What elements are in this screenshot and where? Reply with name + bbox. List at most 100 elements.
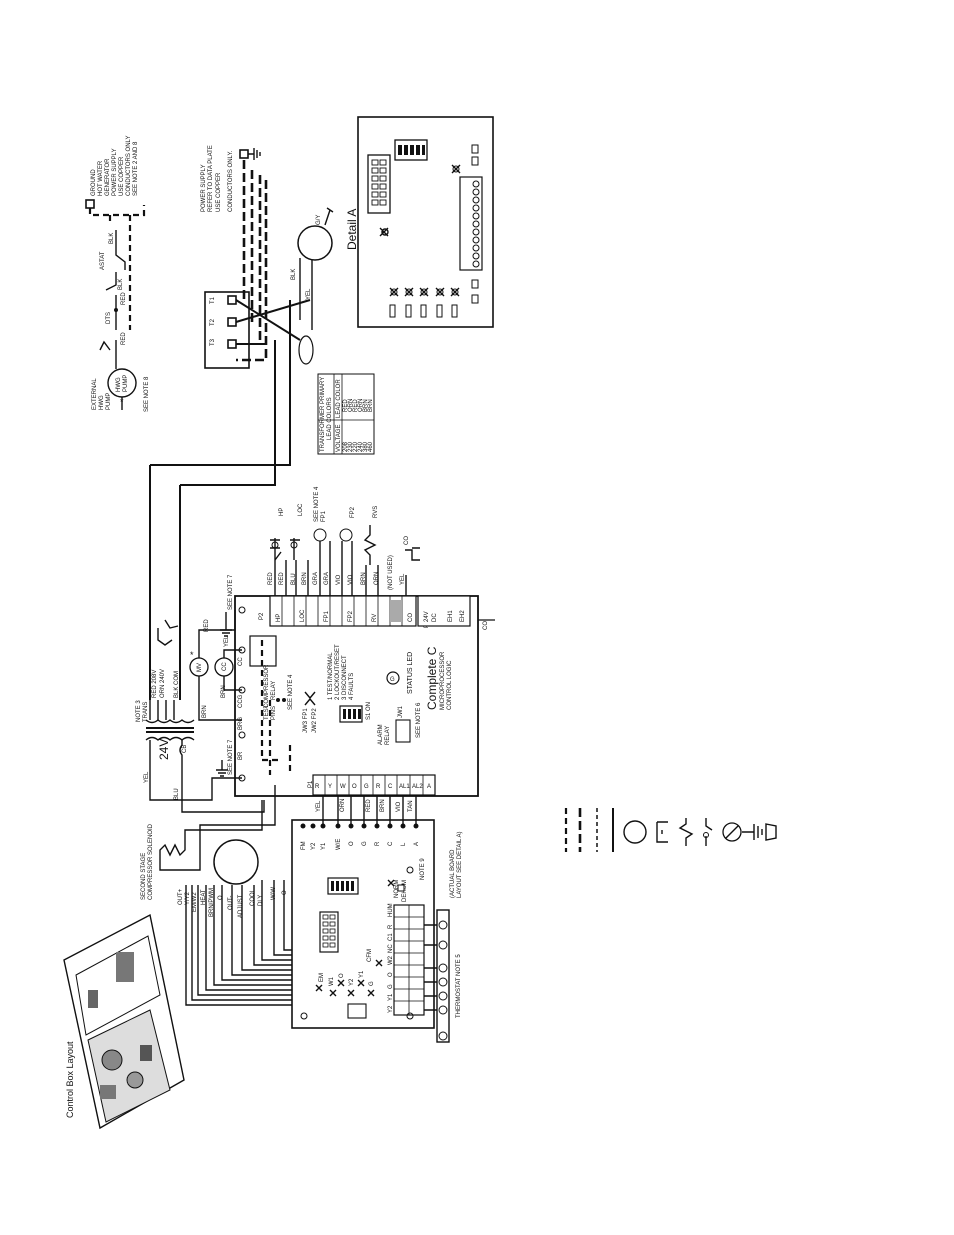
p1-term-r2: R bbox=[376, 784, 381, 790]
see-note-7-bottom: SEE NOTE 7 bbox=[228, 739, 234, 775]
sensor-wire-10: ORN bbox=[374, 572, 380, 585]
p2-term-co: CO bbox=[408, 613, 414, 622]
jumper-jw3: JW3 FP1 bbox=[303, 708, 309, 733]
aux-dehum-jumper bbox=[397, 884, 405, 892]
detail-a-label: Detail A bbox=[345, 209, 359, 250]
aux-led-o: O bbox=[339, 973, 345, 978]
aux-leds: EM W1 O Y2 Y1 G bbox=[315, 970, 375, 997]
hwg-note-line-4: USE COPPER bbox=[119, 156, 125, 196]
left-yel: YEL bbox=[144, 771, 150, 783]
aux-connection-wires bbox=[322, 795, 417, 826]
aux-bottom-terminal-cells bbox=[394, 905, 424, 1015]
sensor-wire-3: BLU bbox=[291, 573, 297, 585]
fp2-thermistor bbox=[339, 528, 353, 542]
aux-bterm-g: G bbox=[388, 984, 394, 989]
blower-leads bbox=[299, 258, 313, 330]
control-box-part-2 bbox=[140, 1045, 152, 1061]
p1-terminals: R Y W O G R C AL1 AL2 A bbox=[315, 775, 431, 795]
hwg-note-line-2: GENERATOR bbox=[105, 158, 111, 196]
fan-wire-6: O bbox=[218, 895, 224, 900]
power-supply-line-2: REFER TO DATA PLATE bbox=[208, 145, 214, 212]
p3-term-24v: 24V bbox=[424, 611, 430, 622]
power-supply-line-3: USE COPPER bbox=[216, 172, 222, 212]
aux-small-connector bbox=[347, 1003, 367, 1019]
p3-term-eh2: EH2 bbox=[460, 610, 466, 622]
aux-board-section: OUT+ Y/Y2 EM/W2 HEAT BRN/PWM O OUT- ADJU… bbox=[178, 795, 463, 1029]
p2-term-hp: HP bbox=[276, 614, 282, 622]
fan-wire-labels: OUT+ Y/Y2 EM/W2 HEAT BRN/PWM O OUT- ADJU… bbox=[178, 887, 288, 918]
p1-term-r: R bbox=[315, 784, 320, 790]
transformer-header-voltage: VOLTAGE bbox=[336, 425, 342, 452]
sensor-wires bbox=[274, 541, 407, 596]
fan-wire-1: OUT+ bbox=[178, 888, 184, 905]
loc-node bbox=[290, 541, 298, 549]
transformer-title-1: TRANSFORMER PRIMARY bbox=[320, 377, 326, 452]
hwg-power-wire bbox=[88, 205, 146, 217]
transformer-table-box bbox=[317, 373, 375, 455]
legend-resistor bbox=[678, 818, 694, 846]
term-brg: BRG bbox=[238, 717, 244, 730]
ground-symbol-top bbox=[220, 612, 232, 637]
second-stage-line-2: COMPRESSOR SOLENOID bbox=[148, 823, 154, 900]
transformer-24v: 24V bbox=[157, 739, 171, 760]
sensor-wire-12: YEL bbox=[400, 573, 406, 585]
status-led bbox=[386, 671, 400, 685]
hp-switch bbox=[270, 538, 282, 561]
control-box-terminal bbox=[88, 990, 98, 1008]
blower-blk-label: BLK bbox=[291, 269, 297, 280]
aux-bterm-r: R bbox=[388, 924, 394, 929]
detail-a-dip-keys bbox=[398, 145, 425, 155]
ecm-fan-motor bbox=[213, 839, 259, 885]
aux-term-y1: Y1 bbox=[321, 842, 327, 850]
transformer-title-2: LEAD COLORS bbox=[327, 397, 333, 440]
aux-cfm: CFM bbox=[367, 949, 373, 962]
rvs-coil bbox=[363, 525, 377, 565]
red-208v: RED 208V bbox=[152, 670, 158, 698]
compressor-relay-line-1: COMPRESSOR bbox=[264, 664, 270, 708]
fan-wire-4: HEAT bbox=[201, 889, 207, 905]
astat-switch bbox=[115, 230, 126, 270]
p1-term-w: W bbox=[340, 784, 346, 790]
terminal-t3: T3 bbox=[210, 338, 216, 346]
p1-term-o: O bbox=[352, 784, 357, 790]
aux-harness-pins bbox=[322, 914, 336, 948]
fan-wire-8: ADJUST bbox=[238, 894, 244, 918]
see-note-4-board: SEE NOTE 4 bbox=[288, 674, 294, 710]
transformer-rows: 208 RED 230 ORN 220 RED 240 ORN 380 BRN … bbox=[343, 399, 374, 452]
orn-240v: ORN 240V bbox=[160, 669, 166, 698]
see-note-4-sensors: SEE NOTE 4 bbox=[314, 486, 320, 522]
blower-motor bbox=[297, 225, 333, 261]
aux-wire-vio: VIO bbox=[396, 801, 402, 812]
sensor-wire-8: VIO bbox=[348, 574, 354, 585]
p3-terminal-strip bbox=[417, 595, 471, 627]
test-pins-line-1: TEST bbox=[264, 704, 270, 720]
control-box-relay bbox=[116, 952, 134, 982]
terminal-l2-screw bbox=[227, 317, 237, 327]
external-pump-label-3: PUMP bbox=[106, 393, 112, 410]
left-power-section: SEE NOTE 7 SEE NOTE 7 NOTE 3 TRANS RED 2… bbox=[136, 300, 291, 900]
supply-down-wires bbox=[149, 465, 181, 700]
blower-gy-label: G/Y bbox=[316, 215, 322, 225]
cc-label: CC bbox=[222, 662, 228, 671]
symbol-legend bbox=[564, 808, 777, 852]
test-pin-2 bbox=[282, 698, 286, 702]
fan-wire-7: OUT- bbox=[228, 896, 234, 910]
transformer-row-4-color: ORN bbox=[358, 399, 364, 412]
aux-bottom-terminal-labels: Y2 Y1 G O W2 NC C1 R HUM bbox=[388, 903, 394, 1013]
fp1-label: FP1 bbox=[321, 510, 327, 522]
aux-bterm-c1: C1 bbox=[388, 933, 394, 941]
astat-to-dts bbox=[105, 272, 117, 291]
note3-line-1: NOTE 3 bbox=[136, 700, 142, 722]
legend-motor bbox=[623, 820, 647, 844]
transformer-row-1-color: RED bbox=[343, 399, 349, 412]
ps-ground-terminal bbox=[239, 149, 249, 159]
aux-wire-orn: ORN bbox=[340, 799, 346, 812]
p1-terminal-strip bbox=[312, 774, 436, 796]
compressor-relay-line-2: RELAY bbox=[271, 681, 277, 700]
transformer-core bbox=[146, 727, 194, 733]
p1-term-al2: AL2 bbox=[412, 784, 423, 790]
left-red: RED bbox=[204, 619, 210, 632]
term-br: BR bbox=[238, 751, 244, 760]
aux-term-c: C bbox=[388, 841, 394, 846]
aux-wire-red: RED bbox=[366, 799, 372, 812]
